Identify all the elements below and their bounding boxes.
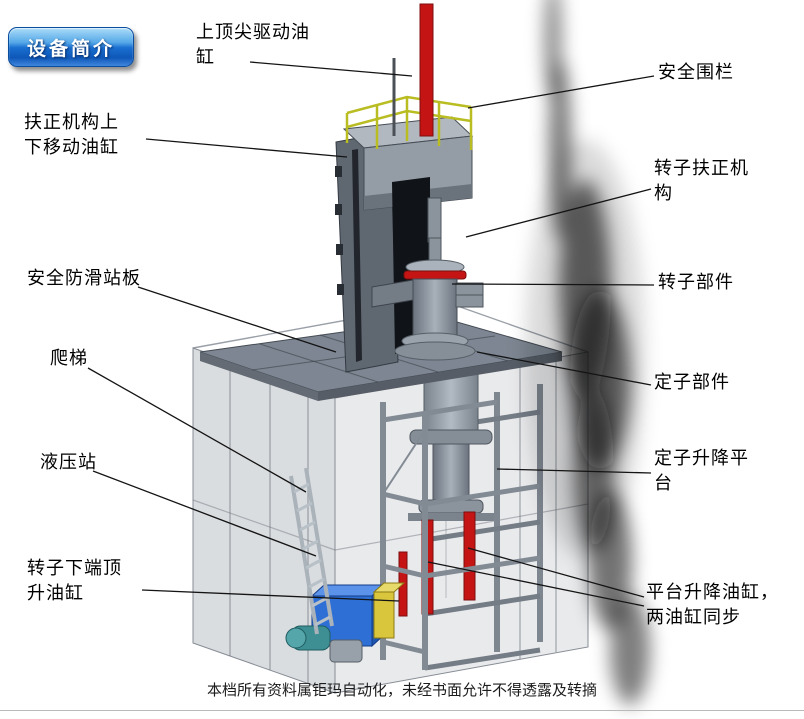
rotor-assembly-shape xyxy=(371,237,484,361)
bottom-rule xyxy=(0,710,804,711)
callout-rotor-centering-mechanism: 转子扶正机 构 xyxy=(654,158,749,203)
smudge-artifact xyxy=(525,0,650,705)
safety-fence-shape xyxy=(345,95,473,150)
callout-ladder: 爬梯 xyxy=(50,348,88,368)
callout-centering-updown-cylinder: 扶正机构上 下移动油缸 xyxy=(24,112,119,157)
callout-stator-component: 定子部件 xyxy=(654,372,730,392)
callout-hydraulic-station: 液压站 xyxy=(40,452,97,472)
title-badge-label: 设备简介 xyxy=(26,38,115,60)
callout-stator-lift-platform: 定子升降平 台 xyxy=(654,448,749,493)
callout-anti-slip-platform: 安全防滑站板 xyxy=(27,268,141,288)
callout-rotor-bottom-jack-cylinder: 转子下端顶 升油缸 xyxy=(27,558,122,603)
callout-platform-lift-cylinders: 平台升降油缸， 两油缸同步 xyxy=(646,582,779,627)
callout-top-tip-drive-cylinder: 上顶尖驱动油 缸 xyxy=(196,22,310,67)
top-cylinder-shape xyxy=(392,3,434,137)
copyright-disclaimer: 本档所有资料属钜玛自动化，未经书面允许不得透露及转摘 xyxy=(206,683,597,699)
ladder-shape xyxy=(289,467,334,635)
title-badge: 设备简介 xyxy=(8,27,134,67)
callout-safety-fence: 安全围栏 xyxy=(658,62,734,82)
callout-rotor-component: 转子部件 xyxy=(658,272,734,292)
callout-leader-lines xyxy=(87,61,655,607)
